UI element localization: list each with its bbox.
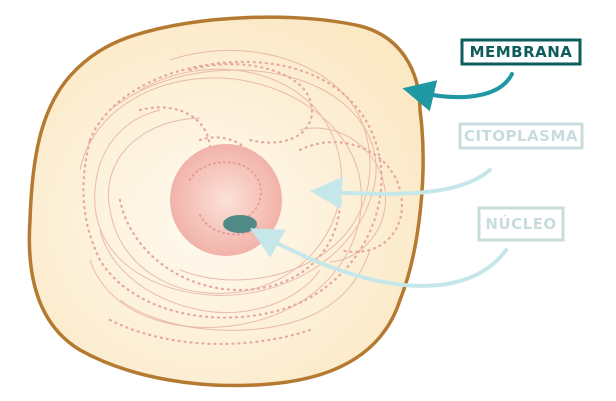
- label-membrana-text: MEMBRANA: [470, 43, 573, 61]
- arrow-nucleo: [249, 228, 508, 288]
- label-membrana[interactable]: MEMBRANA: [460, 38, 582, 66]
- nucleus: [170, 144, 282, 256]
- label-citoplasma-text: CITOPLASMA: [464, 127, 578, 145]
- label-nucleo-text: NÚCLEO: [485, 214, 556, 233]
- arrow-citoplasma: [310, 168, 492, 209]
- arrow-membrana: [402, 72, 514, 112]
- label-citoplasma[interactable]: CITOPLASMA: [458, 122, 584, 150]
- label-nucleo[interactable]: NÚCLEO: [477, 206, 565, 242]
- nucleolus: [223, 215, 257, 233]
